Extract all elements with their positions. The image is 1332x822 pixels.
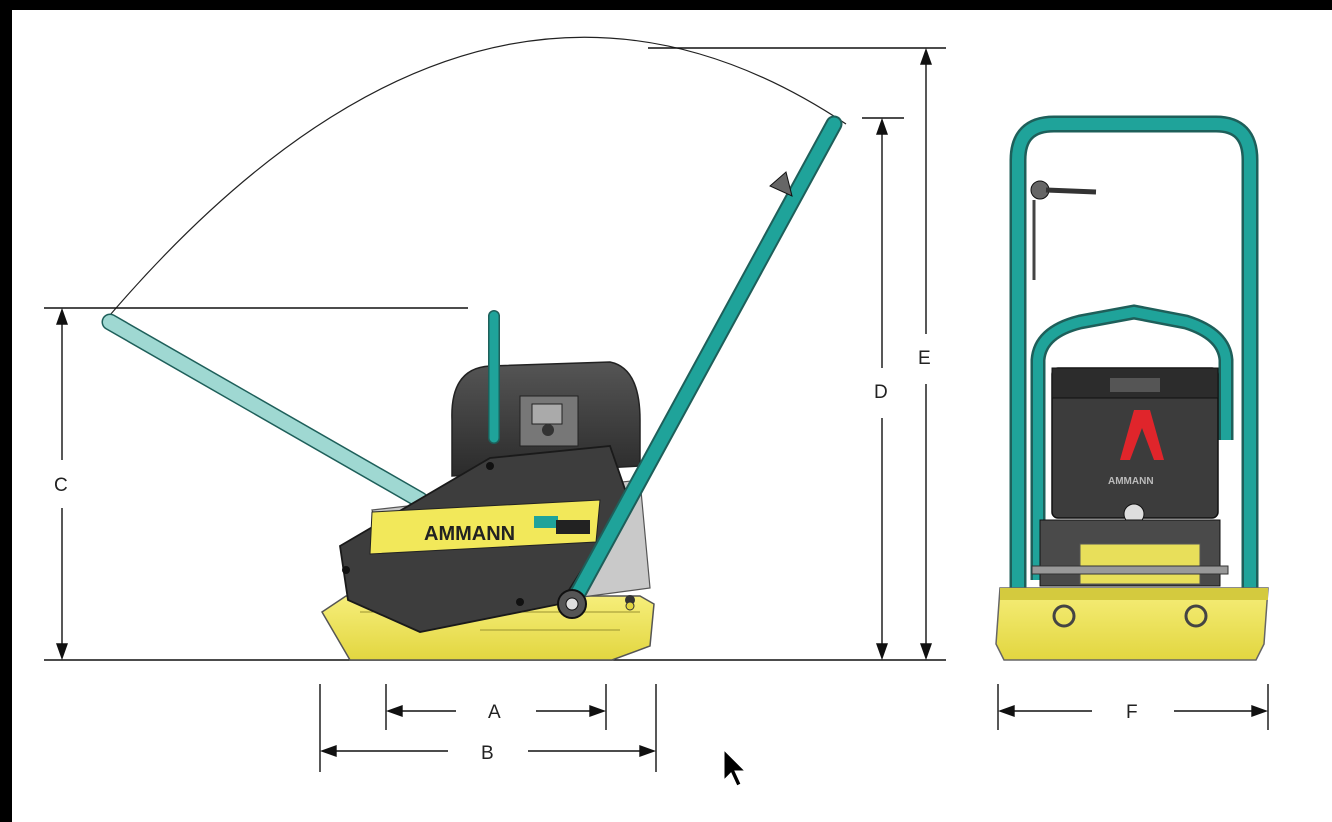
dim-label-b: B (481, 743, 494, 764)
side-view: AMMANN (44, 36, 946, 661)
mouse-cursor-icon (723, 748, 747, 787)
dim-label-c: C (54, 475, 68, 496)
dim-label-d: D (874, 382, 888, 403)
handle-swing-arc (103, 36, 847, 323)
dim-label-f: F (1126, 702, 1138, 723)
front-logo: AMMANN (1108, 476, 1154, 487)
logo-icon (1120, 410, 1164, 460)
dimension-lines (44, 47, 1269, 772)
front-view: AMMANN (995, 115, 1269, 661)
dim-label-a: A (488, 702, 501, 723)
dim-label-e: E (918, 348, 931, 369)
side-logo: AMMANN (424, 523, 515, 545)
